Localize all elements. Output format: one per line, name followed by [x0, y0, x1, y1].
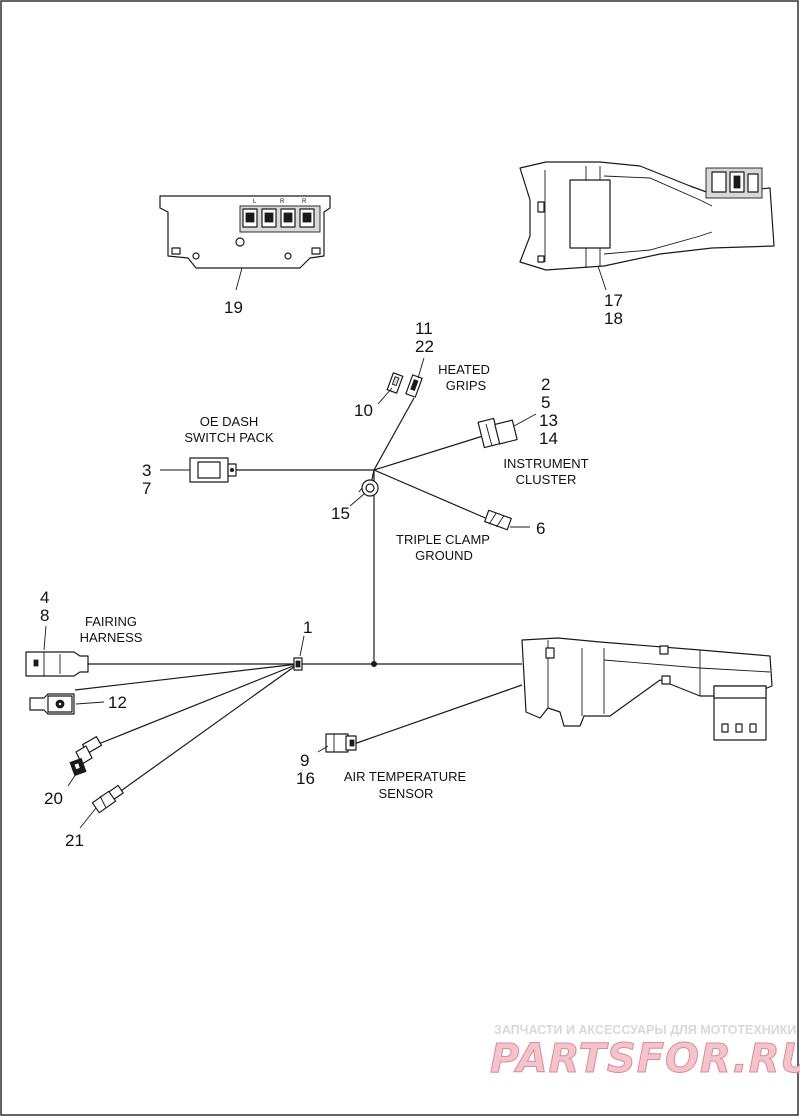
label-cluster: CLUSTER — [516, 472, 577, 487]
callout-15: 15 — [331, 504, 350, 523]
label-switch-pack: SWITCH PACK — [184, 430, 274, 445]
callout-1: 1 — [303, 618, 312, 637]
fairing-bracket-assembly — [521, 637, 773, 741]
label-harness: HARNESS — [80, 630, 143, 645]
label-sensor: SENSOR — [379, 786, 434, 801]
label-heated-grips: HEATED — [438, 362, 490, 377]
watermark-tagline: ЗАПЧАСТИ И АКСЕССУАРЫ ДЛЯ МОТОТЕХНИКИ — [494, 1023, 796, 1037]
callout-7: 7 — [142, 479, 151, 498]
callout-16: 16 — [296, 769, 315, 788]
dash-switch-pack-connector — [189, 457, 237, 483]
branch-labels: HEATED GRIPS OE DASH SWITCH PACK INSTRUM… — [80, 362, 589, 801]
callout-2: 2 — [541, 375, 550, 394]
callout-6: 6 — [536, 519, 545, 538]
callout-4: 4 — [40, 588, 49, 607]
switch-marking-right: R — [302, 199, 307, 205]
fairing-harness-connector — [25, 651, 89, 677]
fuse-holder-connector — [29, 693, 75, 715]
callout-21: 21 — [65, 831, 84, 850]
label-triple-clamp: TRIPLE CLAMP — [396, 532, 490, 547]
switch-marking-left: L — [253, 199, 257, 205]
callout-10: 10 — [354, 401, 373, 420]
callout-8: 8 — [40, 606, 49, 625]
callout-20: 20 — [44, 789, 63, 808]
instrument-cluster-connector — [477, 417, 518, 449]
label-instrument: INSTRUMENT — [503, 456, 588, 471]
callout-5: 5 — [541, 393, 550, 412]
callout-14: 14 — [539, 429, 558, 448]
label-ground: GROUND — [415, 548, 473, 563]
triple-clamp-ground-connector — [484, 509, 512, 531]
watermark-brand: PARTSFOR.RU — [490, 1036, 800, 1082]
callout-9: 9 — [300, 751, 309, 770]
branch-connector-21 — [91, 784, 124, 814]
callout-numbers: 19 17 18 11 22 10 2 5 13 14 3 7 15 6 4 8… — [40, 291, 623, 850]
air-temperature-sensor-connector — [325, 733, 357, 753]
callout-13: 13 — [539, 411, 558, 430]
callout-22: 22 — [415, 337, 434, 356]
label-oe-dash: OE DASH — [200, 414, 259, 429]
callout-3: 3 — [142, 461, 151, 480]
callout-12: 12 — [108, 693, 127, 712]
switch-pack-bracket: L R R — [159, 195, 331, 269]
callout-18: 18 — [604, 309, 623, 328]
ground-ring-terminal — [358, 479, 379, 497]
branch-connector-20 — [69, 736, 103, 777]
watermark: ЗАПЧАСТИ И АКСЕССУАРЫ ДЛЯ МОТОТЕХНИКИ PA… — [490, 1023, 800, 1083]
harness-junction-clip — [293, 657, 303, 671]
heated-grips-connectors — [386, 372, 423, 398]
switch-marking-mid: R — [280, 199, 285, 205]
label-fairing: FAIRING — [85, 614, 137, 629]
callout-11: 11 — [415, 319, 433, 338]
label-heated-grips-2: GRIPS — [446, 378, 487, 393]
callout-19: 19 — [224, 298, 243, 317]
instrument-bracket — [519, 161, 775, 271]
harness-wires — [74, 397, 523, 794]
label-air-temperature: AIR TEMPERATURE — [344, 769, 467, 784]
callout-17: 17 — [604, 291, 623, 310]
